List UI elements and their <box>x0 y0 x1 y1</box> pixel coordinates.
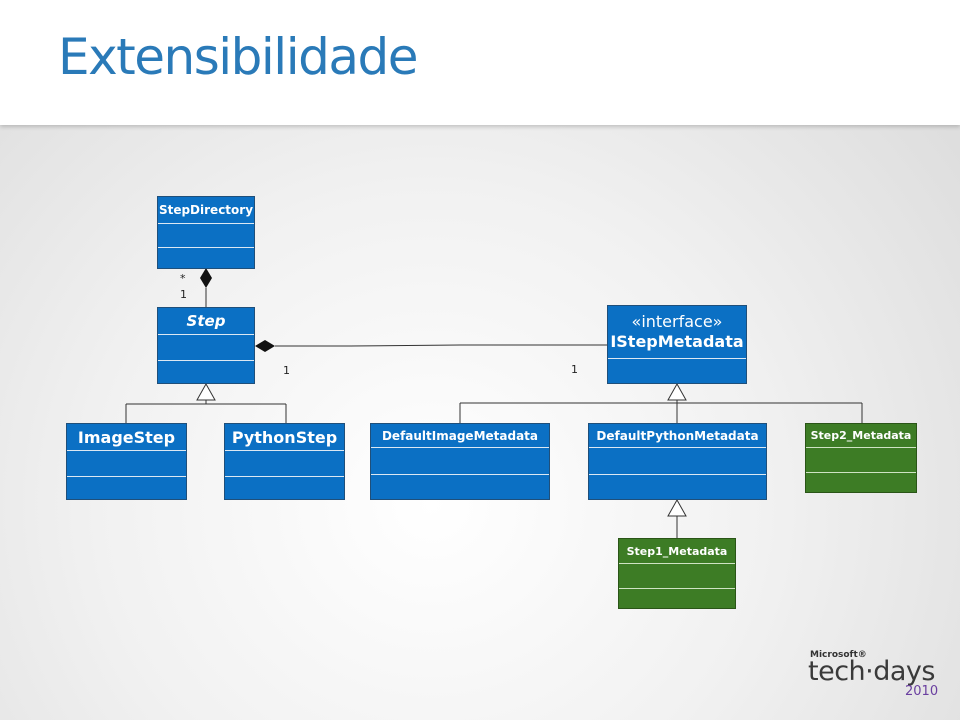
generalization-triangle-istepmetadata <box>667 382 687 401</box>
multiplicity-one-directory: 1 <box>180 288 187 301</box>
composition-diamond-step <box>255 340 275 352</box>
class-name: Step2_Metadata <box>806 424 916 448</box>
microsoft-wordmark: Microsoft® <box>810 650 867 660</box>
class-attributes <box>158 335 254 361</box>
class-defaultpythonmetadata[interactable]: DefaultPythonMetadata <box>588 423 767 500</box>
class-attributes <box>158 224 254 248</box>
class-name: DefaultImageMetadata <box>371 424 549 448</box>
multiplicity-one-step: 1 <box>283 364 290 377</box>
class-name: DefaultPythonMetadata <box>589 424 766 448</box>
multiplicity-star: * <box>180 272 186 285</box>
class-operations <box>158 248 254 268</box>
slide-header: Extensibilidade <box>0 0 960 125</box>
class-name: StepDirectory <box>158 197 254 224</box>
slide-title: Extensibilidade <box>58 28 418 86</box>
class-name: PythonStep <box>225 424 344 451</box>
class-operations <box>589 475 766 499</box>
class-defaultimagemetadata[interactable]: DefaultImageMetadata <box>370 423 550 500</box>
class-attributes <box>371 448 549 475</box>
class-operations <box>619 589 735 608</box>
class-operations <box>225 477 344 499</box>
class-attributes <box>589 448 766 475</box>
class-name: Step1_Metadata <box>619 539 735 564</box>
generalization-triangle-defaultpython <box>667 498 687 517</box>
class-attributes <box>806 448 916 473</box>
class-name: Step <box>158 308 254 335</box>
class-attributes <box>619 564 735 589</box>
class-attributes <box>225 451 344 477</box>
class-pythonstep[interactable]: PythonStep <box>224 423 345 500</box>
generalization-defaultpythonmetadata <box>667 498 687 538</box>
class-operations <box>67 477 186 499</box>
techdays-year: 2010 <box>905 684 939 699</box>
techdays-wordmark: tech·days <box>808 656 935 687</box>
techdays-logo: Microsoft® tech·days 2010 <box>808 650 938 702</box>
class-name: ImageStep <box>67 424 186 451</box>
class-name: IStepMetadata <box>610 332 744 351</box>
class-operations <box>608 359 746 383</box>
class-step2metadata[interactable]: Step2_Metadata <box>805 423 917 493</box>
class-step[interactable]: Step <box>157 307 255 384</box>
class-attributes <box>67 451 186 477</box>
class-name-block: «interface» IStepMetadata <box>608 306 746 359</box>
generalization-istepmetadata <box>459 382 863 423</box>
class-istepmetadata[interactable]: «interface» IStepMetadata <box>607 305 747 384</box>
class-operations <box>371 475 549 499</box>
class-operations <box>806 473 916 492</box>
class-operations <box>158 361 254 383</box>
generalization-step <box>125 382 287 424</box>
composition-line-step-metadata <box>275 344 607 347</box>
composition-diamond-directory <box>200 268 212 288</box>
generalization-triangle-step <box>196 382 216 401</box>
class-stereotype: «interface» <box>631 312 723 331</box>
class-imagestep[interactable]: ImageStep <box>66 423 187 500</box>
class-stepdirectory[interactable]: StepDirectory <box>157 196 255 269</box>
class-step1metadata[interactable]: Step1_Metadata <box>618 538 736 609</box>
multiplicity-one-metadata: 1 <box>571 363 578 376</box>
